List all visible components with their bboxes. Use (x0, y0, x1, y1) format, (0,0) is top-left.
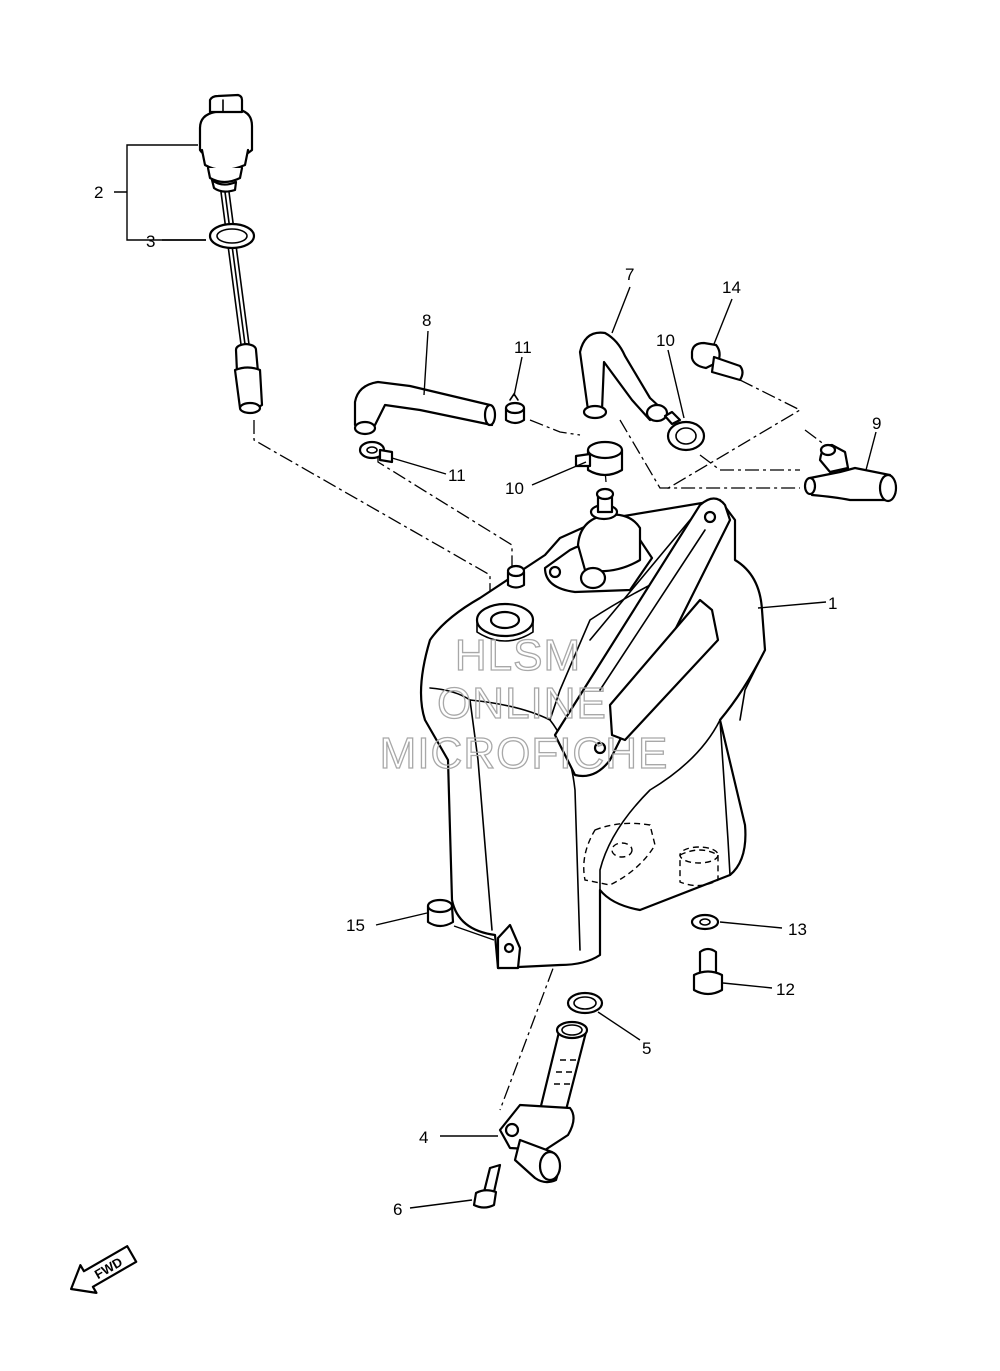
elbow-joint (803, 443, 898, 503)
callout-2: 2 (94, 183, 103, 202)
watermark-line1: HLSM (455, 631, 581, 680)
callout-10-lower: 10 (505, 479, 524, 498)
grommet-15 (426, 898, 455, 928)
callout-5: 5 (642, 1039, 651, 1058)
assembly-lines (253, 379, 826, 1111)
callout-10-upper: 10 (656, 331, 675, 350)
callout-14: 14 (722, 278, 741, 297)
callout-12: 12 (776, 980, 795, 999)
oil-tank (419, 487, 767, 970)
callout-7: 7 (625, 265, 634, 284)
o-ring-5 (566, 991, 604, 1015)
callout-9: 9 (872, 414, 881, 433)
clip-11-upper (504, 392, 526, 425)
callout-15: 15 (346, 916, 365, 935)
watermark-line3: MICROFICHE (380, 729, 669, 778)
bolt-6 (472, 1163, 502, 1209)
washer-hole-icon (699, 918, 711, 926)
watermark: HLSM ONLINE MICROFICHE (379, 630, 669, 778)
leader-lines (114, 144, 877, 1209)
clip-11-lower (358, 440, 394, 464)
hose-7 (578, 331, 669, 423)
oil-level-gauge (198, 93, 264, 415)
o-ring (208, 222, 256, 250)
bolt-14 (690, 341, 744, 382)
callout-3: 3 (146, 232, 155, 251)
callout-8: 8 (422, 311, 431, 330)
callout-11-upper: 11 (514, 338, 532, 357)
washer-13 (690, 913, 720, 931)
hose-clamp-10-upper (663, 410, 706, 452)
oil-strainer (498, 1020, 589, 1184)
callout-1: 1 (828, 594, 837, 613)
callout-4: 4 (419, 1128, 428, 1147)
hose-clamp-10-lower (574, 440, 624, 477)
o-ring-5-inner-icon (573, 996, 597, 1010)
callout-11-lower: 11 (448, 466, 466, 485)
callout-labels: 1 2 3 4 5 6 7 8 9 10 10 11 11 12 13 14 1… (94, 183, 881, 1219)
callout-13: 13 (788, 920, 807, 939)
watermark-line2: ONLINE (437, 679, 607, 728)
o-ring-inner-icon (216, 228, 248, 244)
hose-8 (353, 380, 497, 436)
bolt-12 (692, 947, 724, 996)
fwd-arrow-icon: FWD (69, 1245, 138, 1294)
callout-6: 6 (393, 1200, 402, 1219)
